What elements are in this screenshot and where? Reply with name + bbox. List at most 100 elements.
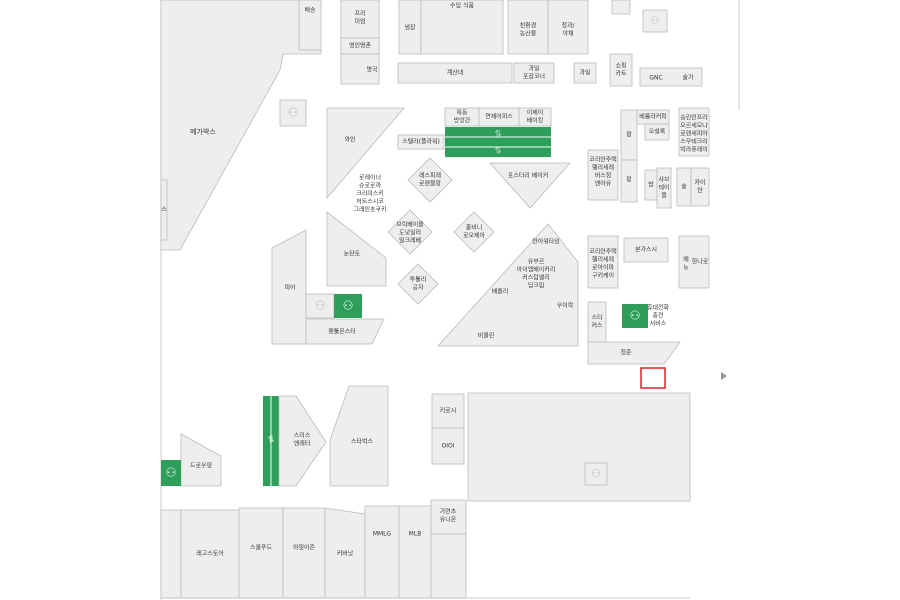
store-label: 스무테크러	[680, 138, 708, 146]
store-megabox[interactable]: 메가박스	[160, 0, 322, 251]
restroom-upper-left[interactable]	[279, 99, 307, 127]
store-top-right-small[interactable]	[611, 0, 631, 15]
store-right-mid-cluster[interactable]: 코리안주택 헬리세레 로아이파 구키케이	[587, 235, 619, 289]
store-wine[interactable]: 와인	[326, 107, 405, 200]
store-cheongjeon[interactable]: 청춘	[587, 341, 681, 365]
restroom-lower-left[interactable]	[161, 460, 181, 486]
store-kaian[interactable]: 카이 안	[690, 167, 710, 207]
store-label: 연제어피스	[485, 113, 513, 121]
escalator-upper[interactable]: ⥮ ⥮	[445, 127, 551, 157]
store-noodle[interactable]: 눈탄토	[326, 211, 387, 287]
store-label: 술	[681, 183, 687, 191]
store-label: 스타벅스	[351, 438, 374, 446]
escalator-lower[interactable]: ⥮	[263, 396, 279, 486]
store-yeongin[interactable]: 영인명촌	[340, 37, 380, 55]
store-label: 서비스	[650, 320, 667, 328]
scroll-right-arrow-icon[interactable]	[721, 372, 727, 380]
store-restaurant[interactable]: 레스피레 로렌블랑	[407, 157, 453, 203]
store-lotte-cluster[interactable]: 로레이너 슈로로까 크리미스키 허트스시코 그래인초쿠키	[353, 174, 386, 214]
store-big-center[interactable]: 안아워타임 유부르 아이엠베이커리 커스텀엘리 딤크림 배즐리 우이락 비쿨린	[437, 223, 579, 347]
store-label: 청춘	[620, 349, 632, 357]
store-label: 로렌세피아	[680, 130, 708, 138]
store-bottom-left-edge[interactable]	[160, 509, 182, 599]
restroom-lower-right[interactable]	[584, 462, 608, 486]
store-label: 스텔라(플라워)	[402, 138, 440, 146]
store-pentle[interactable]: 펜툴몬스터	[305, 318, 385, 345]
store-smis[interactable]: 스미스 앤레터	[278, 395, 327, 487]
store-oioi[interactable]: OIOI	[431, 427, 465, 465]
store-gap-union[interactable]: 가먼츠 유니온	[430, 499, 467, 535]
store-fruit-corner[interactable]: 과일 포장코너	[513, 62, 555, 84]
store-pier[interactable]: 피어	[271, 229, 307, 345]
store-starbucks[interactable]: 스타벅스	[329, 385, 389, 487]
store-brick[interactable]: 브릭베이돌 도넛일러 밀크레베	[387, 209, 433, 255]
store-brand-cluster[interactable]: 송린인프라 오르세모나 로렌세피아 스무테크러 박라퓨레이	[678, 107, 710, 157]
store-big-lower-right[interactable]	[467, 392, 691, 502]
store-label: 휴대전화	[647, 304, 670, 312]
store-mmlg[interactable]: MMLG	[364, 505, 400, 599]
store-customer-service[interactable]: 휴대전화 충전 서비스	[647, 304, 670, 328]
store-sabu[interactable]: 샤브 테이 블	[656, 167, 672, 209]
svg-text:⚇: ⚇	[591, 467, 601, 480]
escalator-icon: ⥮	[495, 147, 502, 157]
store-refrigerated[interactable]: 냉장	[398, 0, 422, 55]
store-label: 베이킹	[527, 117, 544, 125]
store-yeonhee[interactable]: 연제어피스	[478, 107, 520, 127]
store-shopping-cart[interactable]: 쇼핑 카트	[609, 53, 633, 87]
store-label: 팡	[626, 131, 632, 139]
store-toiletten[interactable]: 투툴리 공자	[397, 263, 439, 305]
store-right-col-tall[interactable]: 팡	[620, 109, 638, 161]
store-gnc[interactable]: GNC 술가	[639, 67, 703, 87]
store-phone[interactable]: 팡	[620, 159, 638, 203]
store-ejay[interactable]: 이제이 베이킹	[518, 107, 552, 127]
store-label: 아이엠베이커리	[517, 266, 556, 274]
store-lego[interactable]: 레고스토어	[180, 509, 240, 599]
store-stella[interactable]: 스텔라(플라워)	[397, 134, 445, 150]
store-side-block[interactable]: 스	[160, 179, 168, 241]
restroom-right-mid[interactable]	[622, 304, 648, 328]
store-drawer[interactable]: 드로우핏	[180, 433, 222, 487]
store-checkout[interactable]: 계산대	[397, 62, 513, 84]
store-fruit[interactable]: 과일	[573, 62, 597, 84]
store-tteokbokki[interactable]: 목동 방앗간	[444, 107, 480, 127]
store-eco-friendly[interactable]: 친환경 농산물	[507, 0, 549, 55]
store-sticks[interactable]: 스티 커스	[587, 301, 607, 343]
store-vegetables[interactable]: 청과/ 야채	[547, 0, 589, 55]
restroom-mid-light[interactable]	[305, 293, 335, 319]
store-label: 로렌블랑	[419, 180, 442, 188]
store-label: 스쿨푸드	[250, 545, 273, 552]
store-label: 야채	[562, 30, 573, 38]
restroom-top-right[interactable]	[642, 9, 668, 33]
store-sculfood[interactable]: 스쿨푸드	[238, 507, 284, 599]
store-label: 유부르	[528, 259, 545, 266]
svg-text:⚇: ⚇	[315, 299, 326, 313]
store-label: 구키케이	[592, 272, 614, 280]
store-imported-food[interactable]: 수입 식품	[420, 0, 504, 55]
restroom-mid[interactable]	[334, 294, 362, 318]
store-label: 안	[697, 187, 703, 195]
store-kiosk-cluster[interactable]: 코리안주택 헬리세레 버스정 앤아유	[587, 149, 619, 201]
store-label: GNC	[649, 75, 662, 82]
store-label: 안아워타임	[532, 238, 560, 246]
store-soul[interactable]: 술	[676, 167, 692, 207]
store-bap[interactable]: 밥	[644, 169, 658, 201]
store-herb[interactable]: 명국	[340, 53, 380, 85]
store-label: 본가스시	[635, 246, 657, 254]
store-label: 도넛일러	[399, 229, 421, 237]
store-coffee[interactable]: 커버낫	[324, 507, 366, 599]
store-osulrok[interactable]: 오설록	[644, 123, 670, 141]
store-bonggasi[interactable]: 본가스시	[623, 237, 669, 263]
location-marker[interactable]	[640, 367, 666, 389]
svg-text:⚇: ⚇	[343, 299, 354, 313]
store-mlb[interactable]: MLB	[398, 505, 432, 599]
store-right-narrow[interactable]: 메 뉴 한나로	[678, 235, 710, 289]
store-kirosi[interactable]: 키로시	[431, 393, 465, 429]
store-bread-cafe[interactable]: 베를라커피	[636, 109, 670, 125]
store-delivery-desk[interactable]: 배송	[298, 0, 322, 51]
store-bottom-right-small[interactable]	[430, 533, 467, 599]
store-wagyeo[interactable]: 와핏이즌	[282, 507, 326, 599]
store-label: 스티	[591, 314, 602, 322]
store-foster[interactable]: 포스터리 베이커	[489, 162, 571, 209]
store-hongbini[interactable]: 홍비니 로오제아	[453, 211, 495, 253]
